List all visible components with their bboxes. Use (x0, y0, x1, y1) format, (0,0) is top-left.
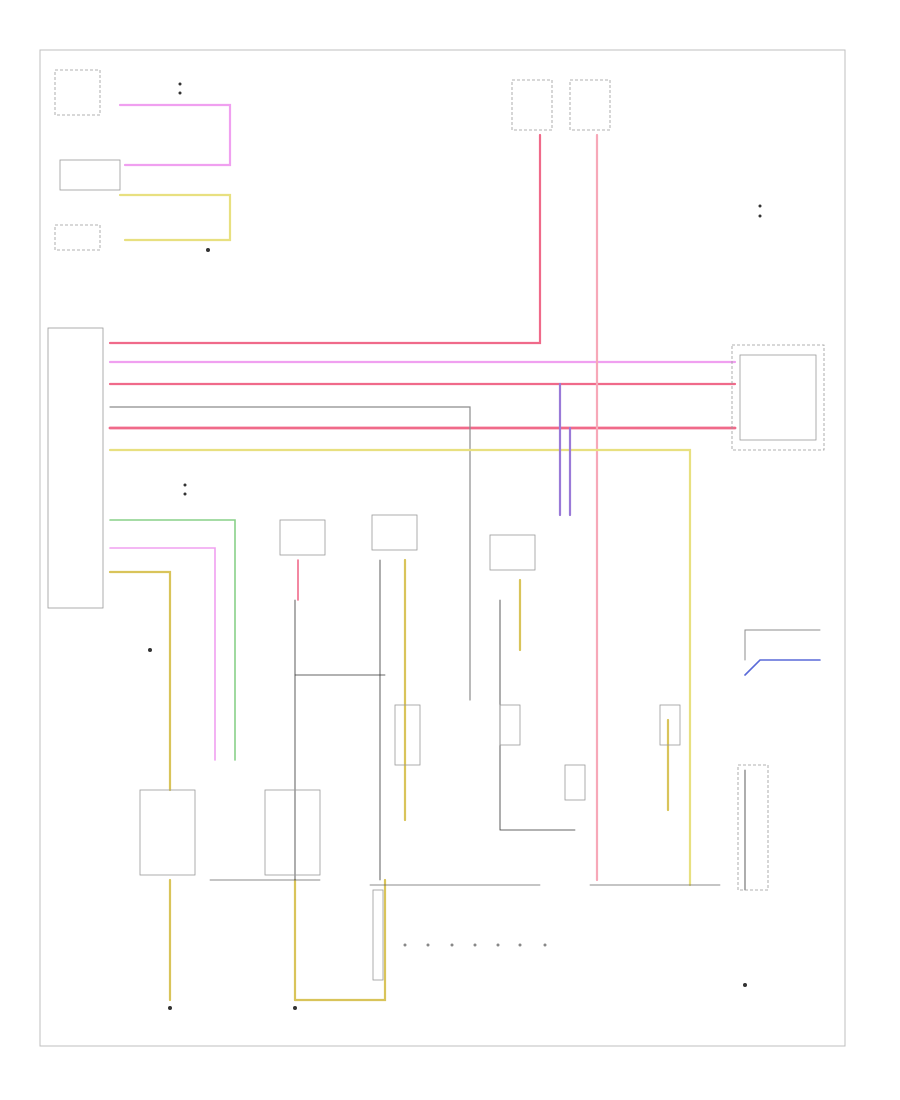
bus-connector (543, 943, 547, 947)
ground-strip (372, 889, 384, 981)
connector-dot (758, 204, 762, 208)
module-top-left (59, 159, 121, 191)
connector-top-left (54, 69, 101, 116)
ground-icon-5 (206, 248, 210, 252)
bus-connector (450, 943, 454, 947)
wire-black-4 (499, 599, 576, 831)
switch-top-left (54, 224, 101, 251)
wire-gray-1 (109, 406, 471, 701)
module-mid-1 (279, 519, 326, 556)
sensor-right (737, 764, 769, 891)
control-module-right-inner (739, 354, 817, 441)
wire-red-fuse-1 (108, 133, 542, 345)
connector-dot (178, 82, 182, 86)
lamp-assembly-left (139, 789, 196, 876)
ground-points (148, 248, 747, 1010)
diagram-frame (39, 49, 846, 1047)
bus-connector (496, 943, 500, 947)
ground-icon-2 (293, 1006, 297, 1010)
wire-pink-top-left (118, 103, 232, 167)
wire-green (109, 519, 236, 761)
connector-dot (758, 214, 762, 218)
wire-yellow-top-left (118, 193, 232, 242)
connector-dot (178, 91, 182, 95)
fuse-panel-1 (511, 79, 553, 131)
lamp-assembly-mid (264, 789, 321, 876)
module-mid-4 (394, 704, 421, 766)
wire-gray-right (744, 629, 821, 661)
wire-bus-bar (209, 879, 721, 886)
ground-icon-1 (168, 1006, 172, 1010)
module-mid-2 (371, 514, 418, 551)
fuse-panel-2 (569, 79, 611, 131)
components (47, 69, 825, 981)
wire-blue (744, 659, 821, 676)
bus-connector (473, 943, 477, 947)
bus-connector (403, 943, 407, 947)
ground-icon-3 (743, 983, 747, 987)
connector-dot (183, 492, 187, 496)
module-right-switch (659, 704, 681, 746)
bus-connector (426, 943, 430, 947)
bus-connector (518, 943, 522, 947)
wire-pink-lower (109, 547, 216, 761)
control-module-left (47, 327, 104, 609)
wire-yellow-gold-1 (108, 570, 172, 792)
wires (108, 103, 821, 1002)
wire-ground-run (293, 878, 387, 1002)
connector-dots (178, 82, 762, 496)
module-mid-3 (489, 534, 536, 571)
bus-connectors (403, 943, 547, 947)
module-mid-6 (564, 764, 586, 801)
module-mid-5 (499, 704, 521, 746)
wire-yellow-long (108, 448, 692, 887)
control-module-right (731, 344, 825, 451)
ground-icon-4 (148, 648, 152, 652)
connector-dot (183, 483, 187, 487)
